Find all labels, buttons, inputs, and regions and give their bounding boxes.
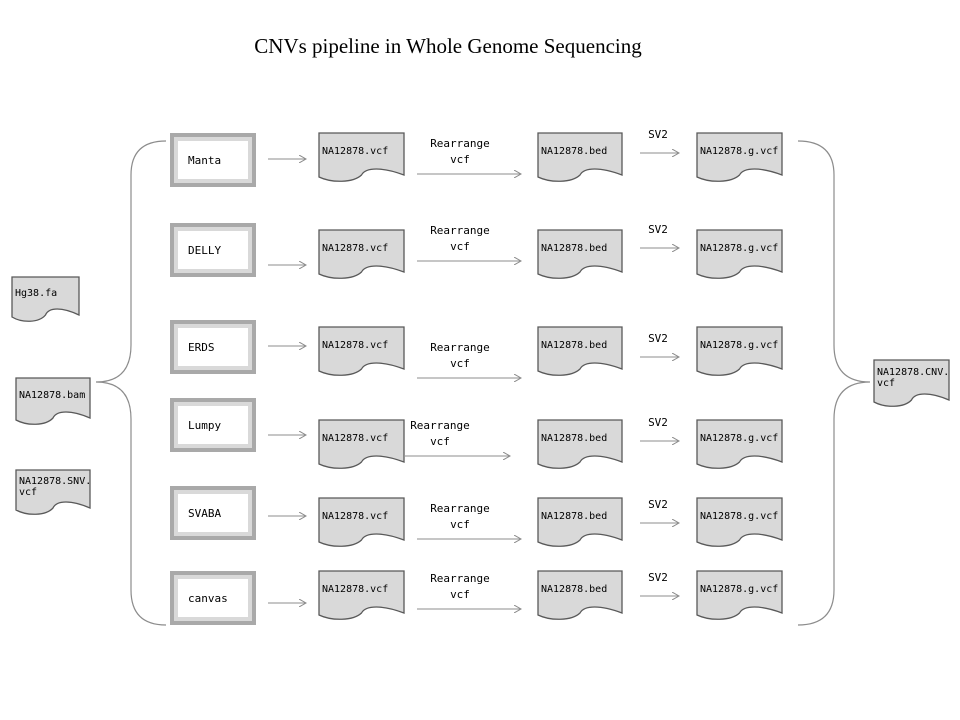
vcf-doc-lumpy: NA12878.vcf <box>322 433 389 445</box>
input-bam-doc: NA12878.bam <box>19 390 86 402</box>
gvcf-doc-lumpy: NA12878.g.vcf <box>700 433 779 445</box>
vcf-doc-manta: NA12878.vcf <box>322 146 389 158</box>
bed-doc-delly: NA12878.bed <box>541 243 608 255</box>
rearrange-label-line2: vcf <box>450 588 470 601</box>
input-bam-doc-shape <box>15 377 91 425</box>
vcf-doc-manta-shape <box>318 132 405 182</box>
sv2-label-lumpy: SV2 <box>648 416 668 429</box>
tool-box-canvas: canvas <box>170 571 256 625</box>
rearrange-label-line1: Rearrange <box>410 419 470 432</box>
gvcf-doc-delly-shape <box>696 229 783 279</box>
rearrange-label-lumpy: Rearrange vcf <box>400 418 480 450</box>
input-reference-doc: Hg38.fa <box>15 288 58 300</box>
output-cnv-vcf-doc-shape <box>873 359 950 407</box>
gvcf-doc-svaba: NA12878.g.vcf <box>700 511 779 523</box>
rearrange-label-line1: Rearrange <box>430 137 490 150</box>
tool-label-lumpy: Lumpy <box>178 406 248 444</box>
bed-doc-svaba-shape <box>537 497 623 547</box>
bed-doc-manta-shape <box>537 132 623 182</box>
bed-doc-lumpy: NA12878.bed <box>541 433 608 445</box>
tool-label-manta: Manta <box>178 141 248 179</box>
vcf-doc-erds: NA12878.vcf <box>322 340 389 352</box>
rearrange-label-erds: Rearrange vcf <box>420 340 500 372</box>
rearrange-label-line2: vcf <box>450 357 470 370</box>
vcf-doc-delly-shape <box>318 229 405 279</box>
rearrange-label-delly: Rearrange vcf <box>420 223 500 255</box>
sv2-label-erds: SV2 <box>648 332 668 345</box>
bed-doc-svaba: NA12878.bed <box>541 511 608 523</box>
tool-label-delly: DELLY <box>178 231 248 269</box>
vcf-doc-canvas-shape <box>318 570 405 620</box>
rearrange-label-line1: Rearrange <box>430 224 490 237</box>
gvcf-doc-manta-shape <box>696 132 783 182</box>
bed-doc-manta: NA12878.bed <box>541 146 608 158</box>
input-reference-doc-shape <box>11 276 80 322</box>
gvcf-doc-canvas-shape <box>696 570 783 620</box>
rearrange-label-canvas: Rearrange vcf <box>420 571 500 603</box>
bed-doc-erds-shape <box>537 326 623 376</box>
gvcf-doc-svaba-shape <box>696 497 783 547</box>
rearrange-label-line2: vcf <box>450 240 470 253</box>
sv2-label-delly: SV2 <box>648 223 668 236</box>
tool-box-svaba: SVABA <box>170 486 256 540</box>
input-snv-vcf-doc-shape <box>15 469 91 515</box>
rearrange-label-line2: vcf <box>450 518 470 531</box>
bed-doc-erds: NA12878.bed <box>541 340 608 352</box>
rearrange-label-line1: Rearrange <box>430 341 490 354</box>
tool-box-erds: ERDS <box>170 320 256 374</box>
rearrange-label-line2: vcf <box>430 435 450 448</box>
bed-doc-delly-shape <box>537 229 623 279</box>
diagram-title: CNVs pipeline in Whole Genome Sequencing <box>254 34 642 58</box>
bed-doc-canvas: NA12878.bed <box>541 584 608 596</box>
vcf-doc-lumpy-shape <box>318 419 405 469</box>
gvcf-doc-manta: NA12878.g.vcf <box>700 146 779 158</box>
gvcf-doc-delly: NA12878.g.vcf <box>700 243 779 255</box>
sv2-label-canvas: SV2 <box>648 571 668 584</box>
tool-box-manta: Manta <box>170 133 256 187</box>
tool-box-delly: DELLY <box>170 223 256 277</box>
vcf-doc-svaba-shape <box>318 497 405 547</box>
bed-doc-canvas-shape <box>537 570 623 620</box>
tool-box-lumpy: Lumpy <box>170 398 256 452</box>
gvcf-doc-erds: NA12878.g.vcf <box>700 340 779 352</box>
output-cnv-vcf-doc: NA12878.CNV. vcf <box>877 366 950 390</box>
vcf-doc-erds-shape <box>318 326 405 376</box>
sv2-label-manta: SV2 <box>648 128 668 141</box>
tool-label-erds: ERDS <box>178 328 248 366</box>
rearrange-label-line2: vcf <box>450 153 470 166</box>
input-snv-vcf-doc: NA12878.SNV. vcf <box>19 475 92 499</box>
rearrange-label-line1: Rearrange <box>430 502 490 515</box>
rearrange-label-svaba: Rearrange vcf <box>420 501 500 533</box>
vcf-doc-canvas: NA12878.vcf <box>322 584 389 596</box>
rearrange-label-manta: Rearrange vcf <box>420 136 500 168</box>
bed-doc-lumpy-shape <box>537 419 623 469</box>
tool-label-svaba: SVABA <box>178 494 248 532</box>
gvcf-doc-lumpy-shape <box>696 419 783 469</box>
right-brace <box>797 140 871 626</box>
rearrange-label-line1: Rearrange <box>430 572 490 585</box>
gvcf-doc-canvas: NA12878.g.vcf <box>700 584 779 596</box>
vcf-doc-delly: NA12878.vcf <box>322 243 389 255</box>
gvcf-doc-erds-shape <box>696 326 783 376</box>
left-brace <box>95 140 167 626</box>
tool-label-canvas: canvas <box>178 579 248 617</box>
vcf-doc-svaba: NA12878.vcf <box>322 511 389 523</box>
sv2-label-svaba: SV2 <box>648 498 668 511</box>
